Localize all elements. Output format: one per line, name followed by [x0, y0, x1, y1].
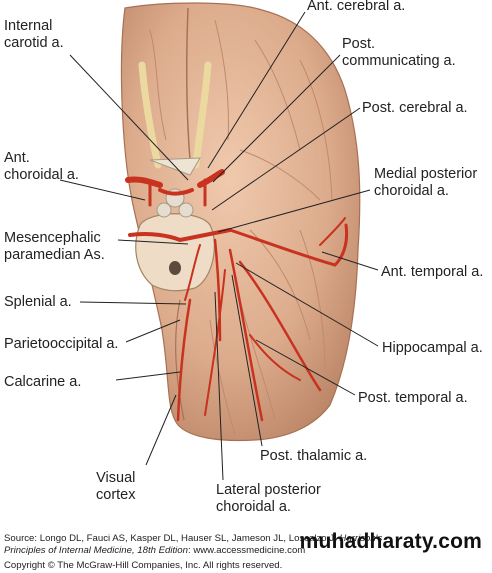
label-lateral-posterior-choroidal-line2: choroidal a. — [216, 499, 291, 515]
source-book-line2: Principles of Internal Medicine, 18th Ed… — [4, 545, 188, 556]
label-ant-choroidal-line1: Ant. — [4, 150, 30, 166]
label-ant-choroidal: Ant. choroidal a. — [4, 150, 79, 184]
label-parietooccipital: Parietooccipital a. — [4, 336, 119, 352]
label-visual-cortex-line1: Visual — [96, 470, 136, 486]
label-medial-posterior-choroidal-line2: choroidal a. — [374, 183, 449, 199]
label-internal-carotid-line2: carotid a. — [4, 35, 64, 51]
label-splenial: Splenial a. — [4, 294, 72, 310]
label-visual-cortex-line2: cortex — [96, 487, 136, 503]
label-ant-cerebral: Ant. cerebral a. — [307, 0, 406, 14]
label-internal-carotid-line1: Internal — [4, 18, 53, 34]
source-prefix: Source: Longo DL, Fauci AS, Kasper DL, H… — [4, 533, 340, 544]
label-lateral-posterior-choroidal-line1: Lateral posterior — [216, 482, 321, 498]
label-post-thalamic: Post. thalamic a. — [260, 448, 368, 464]
label-ant-choroidal-line2: choroidal a. — [4, 167, 79, 183]
label-hippocampal: Hippocampal a. — [382, 340, 483, 356]
source-line-1: Source: Longo DL, Fauci AS, Kasper DL, H… — [4, 533, 382, 545]
label-mesencephalic-line1: Mesencephalic — [4, 230, 101, 246]
label-internal-carotid: Internal carotid a. — [4, 18, 64, 52]
internal-carotid-artery — [125, 176, 163, 188]
label-medial-posterior-choroidal: Medial posterior choroidal a. — [374, 166, 477, 200]
label-post-communicating: Post. communicating a. — [342, 36, 456, 70]
label-visual-cortex: Visual cortex — [96, 470, 136, 504]
source-suffix: : www.accessmedicine.com — [187, 545, 306, 556]
source-line-2: Principles of Internal Medicine, 18th Ed… — [4, 545, 305, 557]
label-medial-posterior-choroidal-line1: Medial posterior — [374, 166, 478, 182]
watermark: muhadharaty.com — [299, 530, 482, 553]
label-post-temporal: Post. temporal a. — [358, 390, 468, 406]
label-post-communicating-line2: communicating a. — [342, 53, 456, 69]
posterior-cerebral-artery — [228, 223, 349, 267]
label-mesencephalic-line2: paramedian As. — [4, 247, 105, 263]
copyright-line: Copyright © The McGraw-Hill Companies, I… — [4, 560, 283, 571]
label-ant-temporal: Ant. temporal a. — [381, 264, 484, 280]
source-book-line1: Harrison's — [339, 533, 383, 544]
label-lateral-posterior-choroidal: Lateral posterior choroidal a. — [216, 482, 321, 516]
label-post-cerebral: Post. cerebral a. — [362, 100, 468, 116]
label-calcarine: Calcarine a. — [4, 374, 82, 390]
label-post-communicating-line1: Post. — [342, 36, 376, 52]
label-mesencephalic: Mesencephalic paramedian As. — [4, 230, 105, 264]
